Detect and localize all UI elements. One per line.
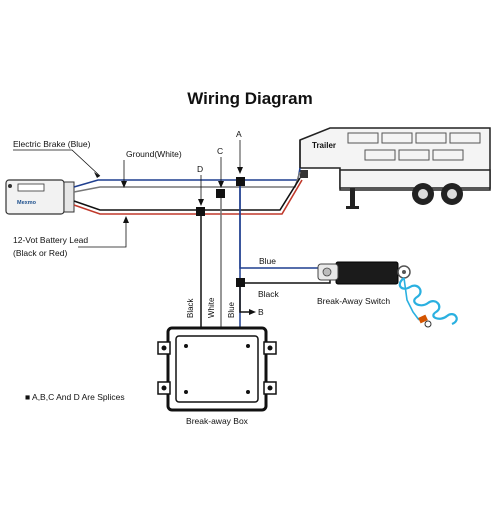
diagram-title: Wiring Diagram	[187, 89, 312, 108]
label-black-switch: Black	[258, 289, 280, 299]
label-breakaway-box: Break-away Box	[186, 416, 249, 426]
main-harness	[73, 167, 303, 215]
label-blue-switch: Blue	[259, 256, 276, 266]
label-battery-lead-2: (Black or Red)	[13, 248, 67, 258]
trailer-illustration: Trailer	[299, 127, 491, 209]
electric-brake-arrow	[13, 149, 101, 177]
wire-black-to-switch	[240, 272, 331, 284]
breakaway-coiled-cable	[398, 277, 458, 326]
harness-wire-red	[73, 179, 303, 215]
wire-blue-to-switch	[239, 182, 330, 269]
breakaway-box	[157, 326, 277, 412]
breakaway-switch	[317, 261, 458, 328]
label-battery-lead-1: 12-Vot Battery Lead	[13, 235, 88, 245]
label-ground: Ground(White)	[126, 149, 182, 159]
battery-lead-arrow	[78, 221, 127, 248]
splice-label-b: B	[258, 307, 264, 317]
label-electric-brake: Electric Brake (Blue)	[13, 139, 91, 149]
splice-label-c: C	[217, 146, 223, 156]
harness-wire-white	[73, 171, 301, 193]
label-wire-black: Black	[186, 297, 195, 318]
splice-c	[216, 189, 225, 198]
legend-splices: ■ A,B,C And D Are Splices	[25, 392, 125, 402]
splice-a	[236, 177, 245, 186]
splice-b	[236, 278, 245, 287]
label-wire-white: White	[207, 297, 216, 318]
splice-label-a: A	[236, 129, 242, 139]
plug-logo: Mexmo	[17, 200, 37, 206]
trailer-label: Trailer	[312, 141, 336, 150]
splice-label-d: D	[197, 164, 203, 174]
label-wire-blue: Blue	[227, 301, 236, 318]
trailer-plug: Mexmo	[5, 179, 75, 215]
wire-black-b	[239, 283, 250, 313]
splice-d	[196, 207, 205, 216]
label-breakaway-switch: Break-Away Switch	[317, 296, 390, 306]
harness-wire-black	[73, 177, 301, 211]
harness-wire-blue	[73, 167, 301, 188]
